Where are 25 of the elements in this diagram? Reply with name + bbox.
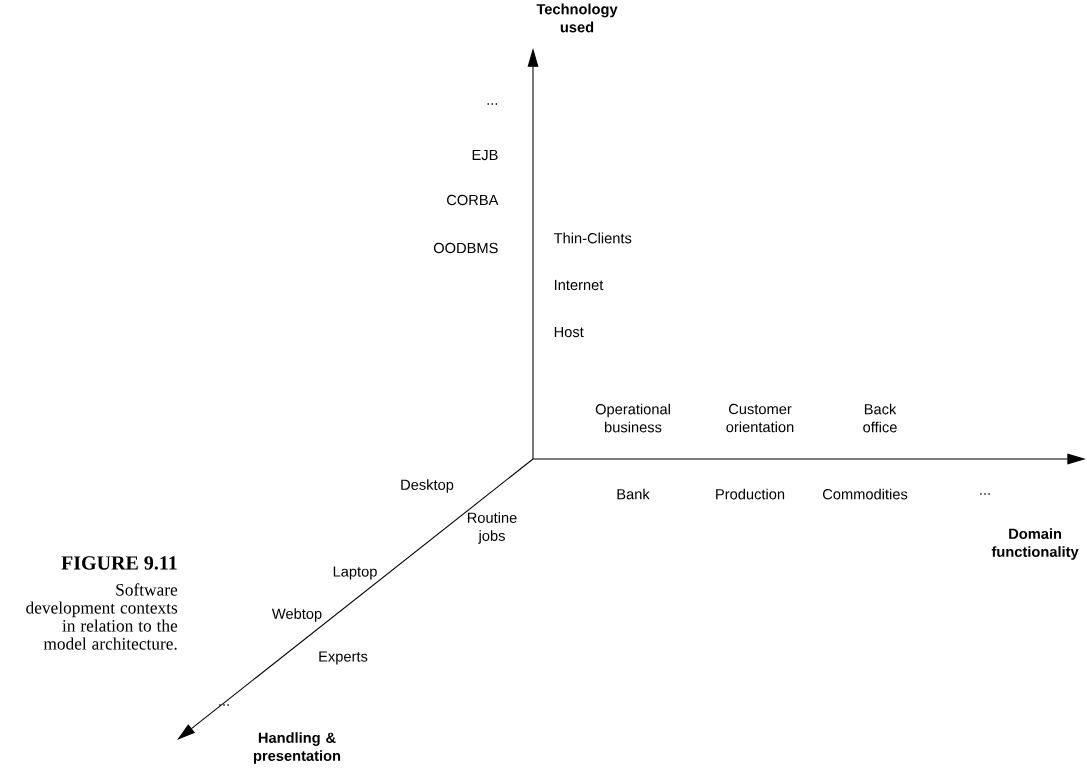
- axis-value: Thin-Clients: [553, 232, 632, 244]
- axis-value: Bank: [617, 488, 650, 500]
- axis-value: OODBMS: [433, 242, 498, 254]
- caption: Software development contexts in relation to the model architecture.: [26, 583, 178, 650]
- axis-value: Operational business: [595, 403, 670, 433]
- axis-value: Host: [554, 326, 584, 338]
- axis-value: Production: [716, 488, 785, 500]
- axis-value: Experts: [319, 651, 368, 665]
- axis-value: Desktop: [401, 479, 454, 493]
- axis-value: ...: [487, 103, 498, 105]
- axis-value: Routine jobs: [467, 512, 517, 544]
- axis-value: Back office: [863, 403, 897, 433]
- axis-value: CORBA: [447, 194, 499, 206]
- axis-value: Internet: [554, 279, 604, 291]
- axis-title: Handling & presentation: [253, 732, 341, 764]
- axis-value: ...: [219, 704, 229, 706]
- axis-value: Laptop: [333, 566, 377, 580]
- figure-number: FIGURE 9.11: [61, 556, 177, 570]
- axis-title: Technology used: [536, 3, 618, 33]
- axis-value: ...: [980, 493, 990, 495]
- axis-value: EJB: [472, 149, 498, 161]
- axis-title: Domain functionality: [991, 528, 1079, 560]
- axis-value: Customer orientation: [726, 403, 794, 433]
- axis-value: Webtop: [271, 608, 322, 622]
- axis-value: Commodities: [823, 488, 908, 500]
